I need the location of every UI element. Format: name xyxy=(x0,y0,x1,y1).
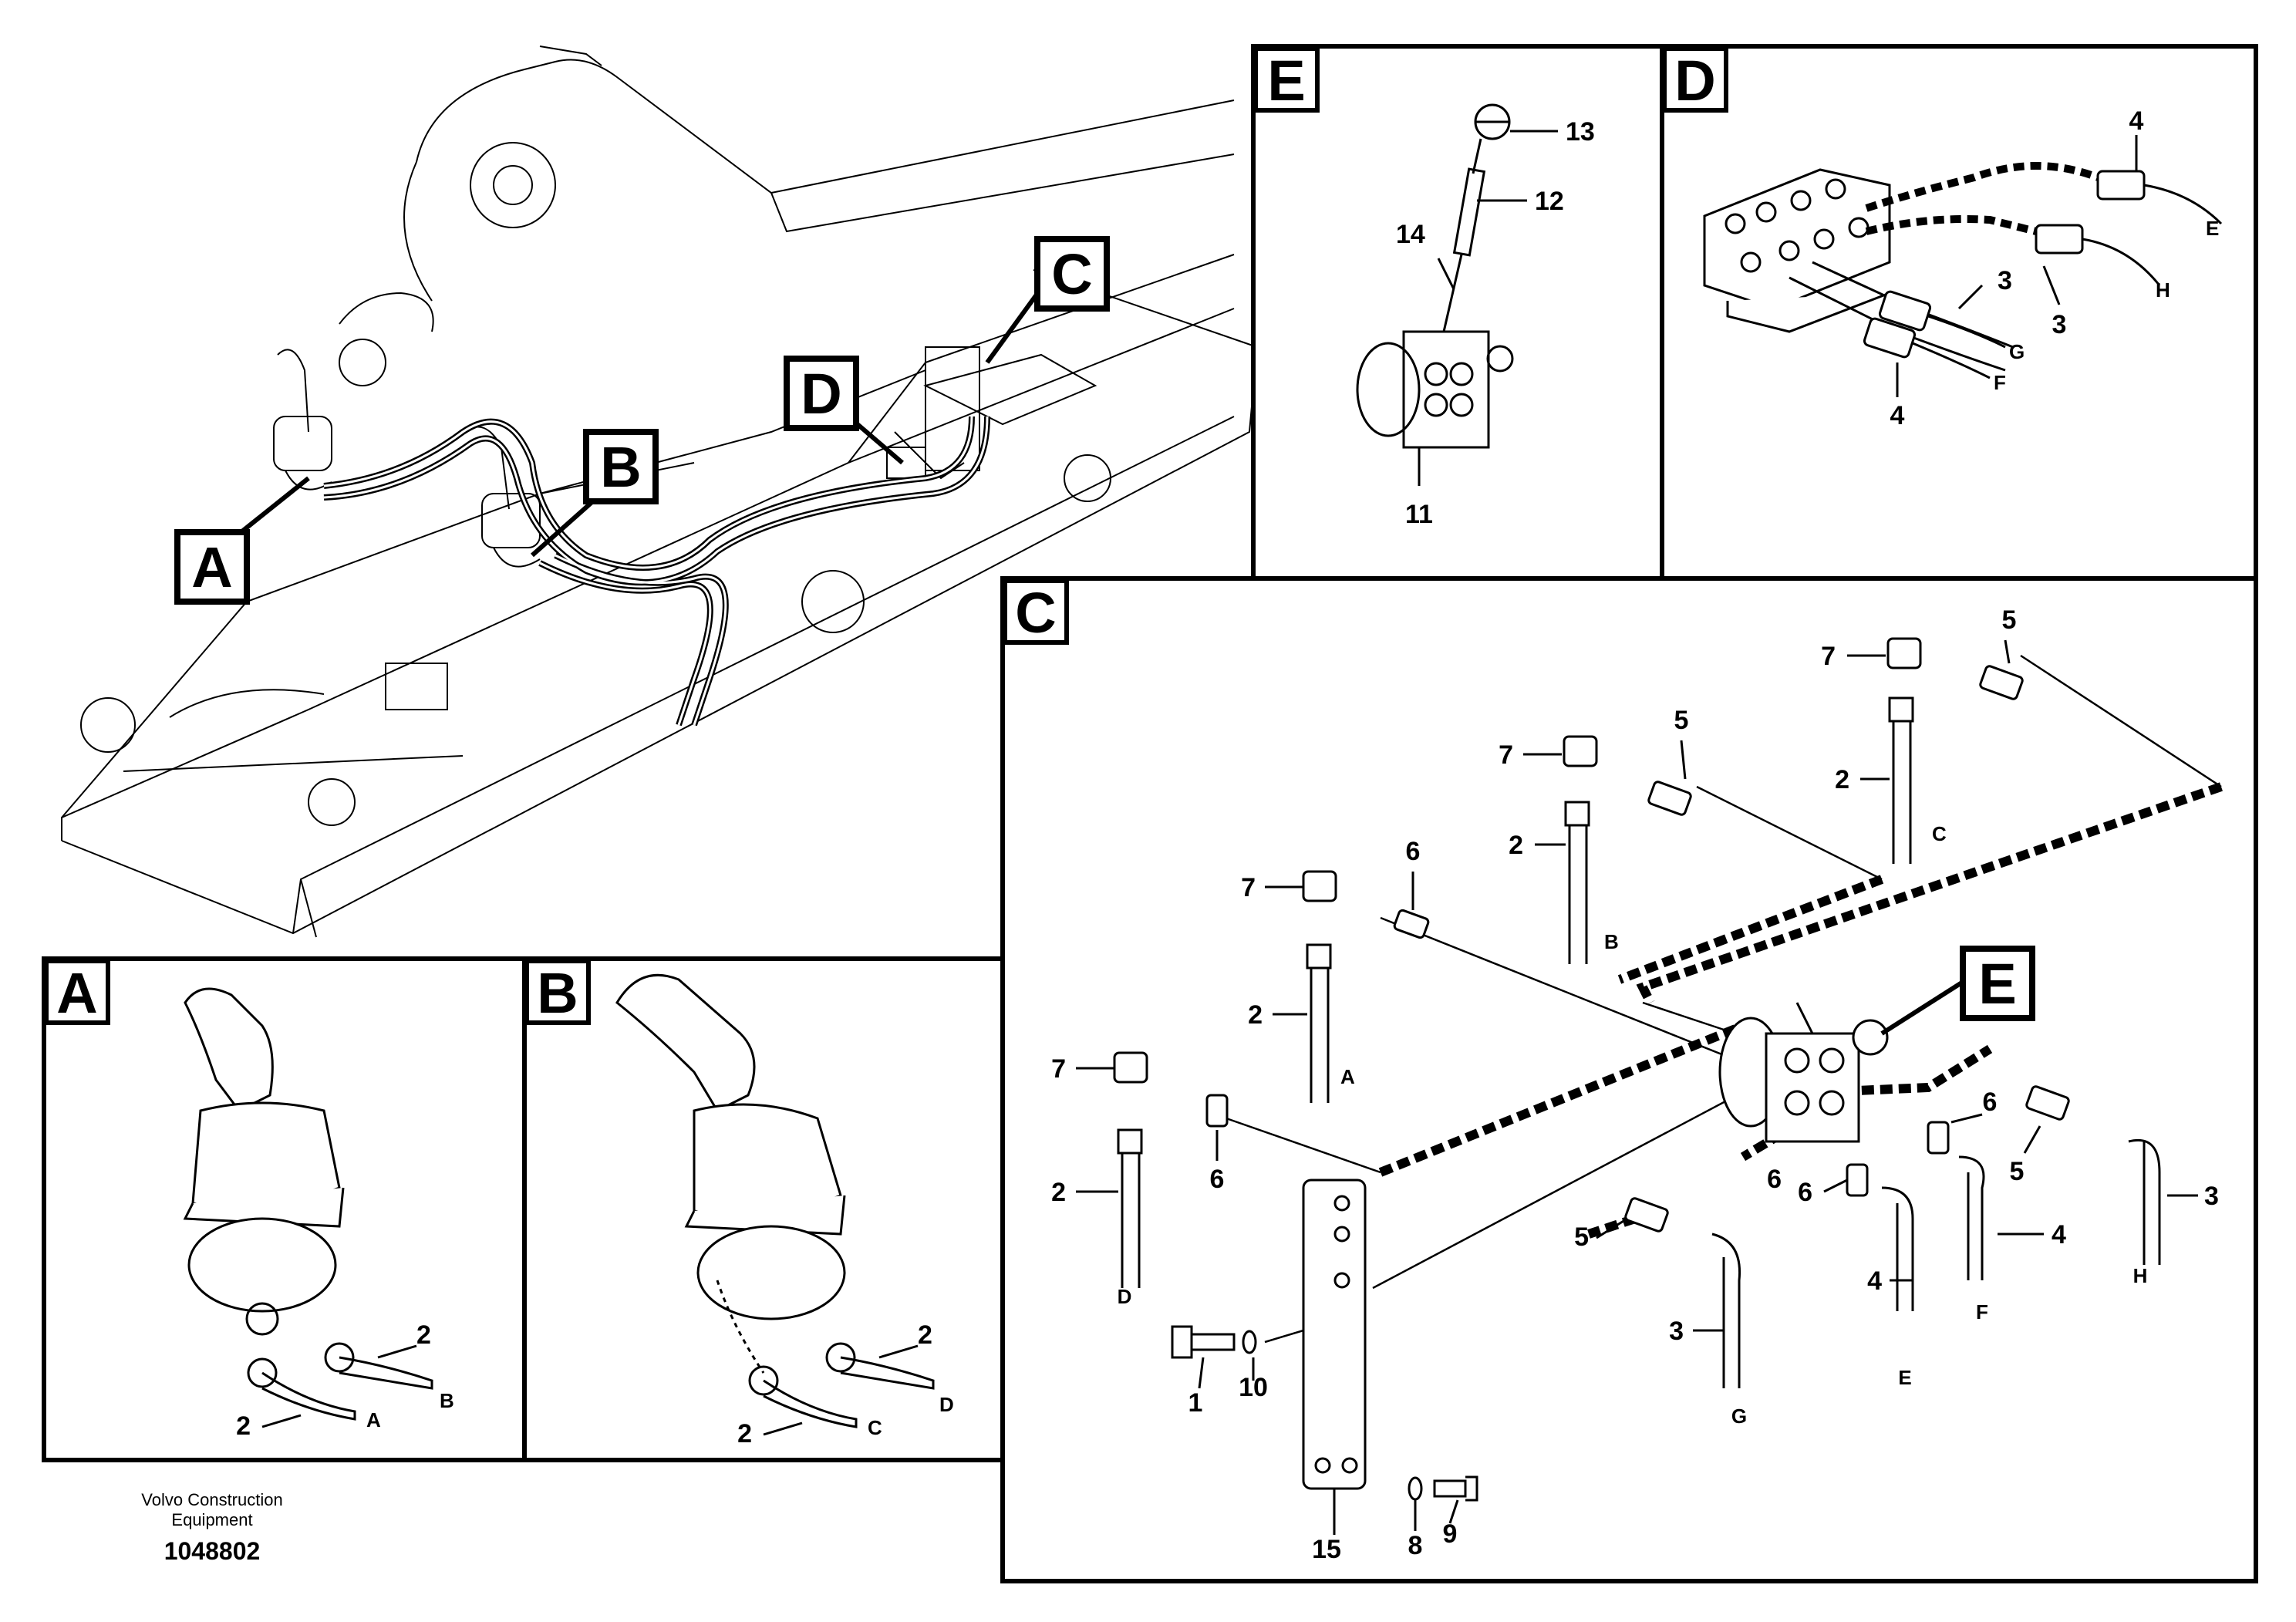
panel-c: C xyxy=(1000,576,2258,1583)
panel-c-callout-e: E xyxy=(1880,946,2035,1036)
panel-c-label-c: C xyxy=(1932,822,1947,845)
footer: Volvo Construction Equipment 1048802 xyxy=(141,1490,282,1565)
panel-a-label-b: B xyxy=(440,1389,454,1412)
panel-d-label-g: G xyxy=(2009,340,2025,363)
panel-b-label-2-d: 2 xyxy=(918,1320,932,1350)
panel-e-label-14: 14 xyxy=(1396,220,1425,249)
footer-drawing-number: 1048802 xyxy=(164,1537,261,1565)
panel-c-label-2-b: 2 xyxy=(1509,831,1523,860)
panel-d-dashed-hoses xyxy=(1865,162,2099,235)
overview-callout-d-text: D xyxy=(801,362,841,426)
overview-callout-b-text: B xyxy=(600,435,641,499)
panel-c-label-7-a: 7 xyxy=(1241,873,1256,902)
panel-a-title: A xyxy=(56,961,97,1025)
panel-c-label-2-a: 2 xyxy=(1248,1000,1263,1030)
panel-c-label-d: D xyxy=(1118,1285,1132,1308)
panel-c-label-5-b: 5 xyxy=(1674,706,1689,735)
overview-illustration xyxy=(61,46,1259,938)
panel-c-label-f: F xyxy=(1976,1300,1988,1324)
panel-c-leaders xyxy=(1076,639,2198,1535)
panel-d-label-e: E xyxy=(2206,217,2219,240)
panel-d-label-3-left: 3 xyxy=(1998,266,2012,295)
panel-d-hoses xyxy=(1789,170,2223,379)
joystick-a xyxy=(183,987,355,1388)
panel-c-label-8: 8 xyxy=(1408,1531,1423,1560)
panel-e-label-11: 11 xyxy=(1405,500,1433,529)
panel-a: A 2 B 2 A xyxy=(42,956,527,1462)
panel-c-label-g: G xyxy=(1731,1404,1747,1428)
panel-a-hoses xyxy=(261,1356,433,1421)
panel-e-label-13: 13 xyxy=(1566,117,1595,147)
panel-b-label-2-c: 2 xyxy=(737,1419,752,1448)
panel-c-label-e: E xyxy=(1898,1366,1911,1389)
panel-a-label-2-b: 2 xyxy=(416,1320,431,1350)
panel-c-label-6-d: 6 xyxy=(1210,1165,1225,1194)
panel-c-label-7-d: 7 xyxy=(1051,1054,1066,1084)
panel-c-label-15: 15 xyxy=(1312,1535,1341,1564)
panel-c-label-5-h: 5 xyxy=(2010,1157,2025,1186)
joystick-b xyxy=(615,973,856,1396)
panel-c-fittings xyxy=(1113,637,2161,1502)
panel-b-title: B xyxy=(537,961,578,1025)
panel-d-title: D xyxy=(1674,49,1715,113)
panel-c-label-h: H xyxy=(2133,1264,2148,1287)
overview-callout-d: D xyxy=(784,356,904,465)
panel-e-title: E xyxy=(1267,49,1305,113)
overview-callout-c-text: C xyxy=(1051,242,1092,306)
panel-c-label-7-c: 7 xyxy=(1821,642,1836,671)
panel-b-label-c: C xyxy=(868,1416,882,1439)
panel-a-label-2-a: 2 xyxy=(236,1411,251,1441)
panel-c-label-6-a: 6 xyxy=(1406,837,1421,866)
panel-c-label-a: A xyxy=(1340,1065,1355,1088)
panel-c-label-4-f: 4 xyxy=(2052,1220,2066,1249)
panel-c-label-4-e: 4 xyxy=(1867,1266,1882,1296)
panel-c-label-3-h: 3 xyxy=(2204,1182,2219,1211)
panel-c-valve xyxy=(1718,1002,1889,1143)
panel-c-label-5-c: 5 xyxy=(2002,605,2017,635)
panel-c-title: C xyxy=(1015,581,1056,645)
panel-d: D xyxy=(1660,44,2258,581)
panel-c-label-3-g: 3 xyxy=(1669,1317,1684,1346)
panel-b: B 2 D 2 C xyxy=(522,956,1005,1462)
panel-d-label-3-right: 3 xyxy=(2052,310,2067,339)
overview-hoses-inner xyxy=(323,416,989,726)
panel-c-label-b: B xyxy=(1604,930,1619,953)
footer-company-line1: Volvo Construction xyxy=(141,1490,282,1509)
panel-a-label-a: A xyxy=(366,1408,381,1431)
panel-c-label-2-c: 2 xyxy=(1835,765,1849,794)
panel-c-label-2-d: 2 xyxy=(1051,1178,1066,1207)
overview-callout-b: B xyxy=(531,429,659,558)
panel-c-label-10: 10 xyxy=(1239,1373,1268,1402)
overview-callout-c: C xyxy=(985,236,1110,364)
pilot-valve-block xyxy=(1703,168,1891,333)
panel-c-label-6-h: 6 xyxy=(1983,1088,1998,1117)
footer-company-line2: Equipment xyxy=(171,1510,252,1529)
panel-d-label-h: H xyxy=(2156,278,2170,302)
panel-c-label-9: 9 xyxy=(1443,1519,1458,1549)
panel-c-label-7-b: 7 xyxy=(1499,740,1513,770)
panel-e-label-12: 12 xyxy=(1535,187,1564,216)
overview-callout-a-text: A xyxy=(191,535,232,599)
overview-callout-a: A xyxy=(174,476,310,605)
overview-joysticks xyxy=(273,349,541,568)
panel-d-label-4-top: 4 xyxy=(2129,106,2144,136)
panel-c-label-6-e: 6 xyxy=(1767,1165,1782,1194)
panel-c-callout-e-text: E xyxy=(1978,952,2016,1016)
panel-c-label-5-g: 5 xyxy=(1574,1222,1589,1252)
panel-d-label-4-bottom: 4 xyxy=(1890,401,1905,430)
panel-c-label-6-f: 6 xyxy=(1798,1178,1812,1207)
panel-e: E 13 12 14 11 xyxy=(1251,44,1664,581)
panel-b-label-d: D xyxy=(939,1393,954,1416)
panel-b-hoses xyxy=(716,1280,935,1428)
panel-d-label-f: F xyxy=(1994,371,2006,394)
shutoff-valve xyxy=(1356,103,1514,449)
panel-c-label-1: 1 xyxy=(1188,1388,1203,1418)
